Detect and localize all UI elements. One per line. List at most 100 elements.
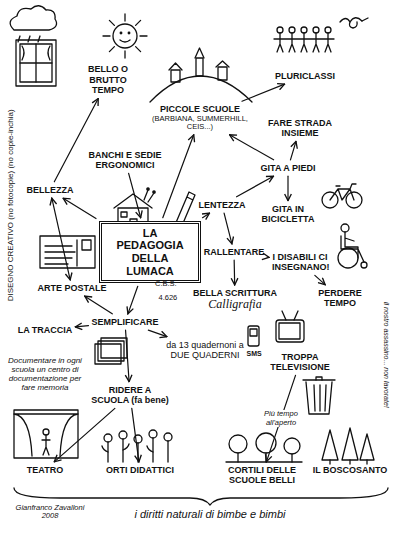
children-sketch <box>277 27 283 33</box>
children-sketch <box>325 27 331 33</box>
snail-house-sketch <box>153 191 155 193</box>
concept-text: BELLO O BRUTTO TEMPO <box>77 64 139 95</box>
concept-label: LA TRACCIA <box>18 325 73 335</box>
concept-label: IL BOSCOSANTO <box>313 465 388 475</box>
cloud-sketch <box>10 6 56 30</box>
concept-label: PERDERE TEMPO <box>313 288 368 309</box>
edge-label: Più tempo all'aperto <box>255 410 307 427</box>
children-sketch <box>274 38 334 39</box>
sun-sketch <box>113 24 137 48</box>
notebook-stack-sketch <box>101 338 127 358</box>
connector-arrow <box>234 260 236 285</box>
hill-school-sketch <box>218 67 227 80</box>
tv-sketch <box>276 320 304 342</box>
concept-text: TROPPA TELEVISIONE <box>269 352 331 373</box>
concept-text: PICCOLE SCUOLE(BARBIANA, SUMMERHILL, CEI… <box>150 104 250 132</box>
concept-label: TEATRO <box>27 465 63 475</box>
window-sketch <box>20 44 52 82</box>
concept-text: TEATRO <box>27 465 63 475</box>
note-text: C.B.S. <box>155 280 177 288</box>
bird-sketch <box>362 18 368 21</box>
trash-can-sketch <box>303 377 335 414</box>
hill-school-sketch <box>216 61 229 67</box>
sun-sketch <box>103 14 147 58</box>
theater-sketch <box>14 410 78 458</box>
concept-text: GITA A PIEDI <box>261 163 316 173</box>
connector-arrow <box>224 213 232 244</box>
concept-text: BELLA SCRITTURACalligrafia <box>193 288 277 312</box>
concept-text: I DISABILI CI INSEGNANO! <box>272 252 328 273</box>
children-sketch <box>277 33 283 52</box>
phone-sketch <box>250 329 257 336</box>
trash-can-sketch <box>303 380 335 414</box>
theater-sketch <box>42 435 50 455</box>
garden-sketch <box>119 431 127 439</box>
snail-house-sketch <box>147 188 149 190</box>
screen-text: SMS <box>247 350 262 358</box>
concept-label: GITA A PIEDI <box>261 163 316 173</box>
concept-label: BELLEZZA <box>27 185 74 195</box>
postcard-sketch <box>82 240 91 250</box>
connector-arrow <box>163 135 194 218</box>
connector-arrow <box>129 173 141 217</box>
window-sketch <box>16 40 56 86</box>
courtyard-trees-sketch <box>226 433 302 462</box>
forest-sketch <box>330 460 367 464</box>
concept-text: SEMPLIFICARE <box>91 317 158 327</box>
children-sketch <box>289 27 295 33</box>
author-signature: Gianfranco Zavalloni 2008 <box>13 504 88 521</box>
theater-sketch <box>43 429 49 435</box>
bracket-sketch <box>14 488 388 505</box>
wheelchair-sketch <box>341 224 349 232</box>
hill-school-sketch <box>196 58 203 76</box>
postcard-sketch <box>45 240 77 266</box>
wheelchair-sketch <box>338 224 367 268</box>
wheelchair-sketch <box>338 248 358 268</box>
children-sketch <box>301 27 307 33</box>
concept-label: TROPPA TELEVISIONE <box>269 352 331 373</box>
concept-text: LENTEZZA <box>199 200 246 210</box>
sun-sketch <box>103 14 147 58</box>
title-box: LA PEDAGOGIA DELLA LUMACA <box>99 221 201 284</box>
concept-text: PERDERE TEMPO <box>313 288 368 309</box>
connector-arrow <box>287 176 288 200</box>
bird-sketch <box>340 18 368 28</box>
concept-text: RIDERE A SCUOLA (fa bene) <box>90 385 170 406</box>
connector-arrow <box>63 198 96 218</box>
children-sketch <box>274 27 334 52</box>
bird-sketch <box>340 18 362 22</box>
connector-arrow <box>128 286 138 314</box>
bicycle-sketch <box>330 184 356 200</box>
concept-label: LENTEZZA <box>199 200 246 210</box>
concept-label: PLURICLASSI <box>275 71 335 81</box>
note-text: 4.626 <box>159 294 178 302</box>
concept-text: ARTE POSTALE <box>38 283 107 293</box>
concept-note: (BARBIANA, SUMMERHILL, CEIS...) <box>150 115 250 132</box>
connector-arrow <box>75 326 88 327</box>
wheelchair-sketch <box>341 232 364 262</box>
connector-arrow <box>126 330 130 381</box>
forest-sketch <box>322 428 374 460</box>
concept-label: da 13 quadernoni a DUE QUADERNI <box>166 340 244 361</box>
hill-school-sketch <box>150 48 252 102</box>
tv-sketch <box>279 323 300 339</box>
hill-school-sketch <box>195 48 204 58</box>
concept-text: FARE STRADA INSIEME <box>265 118 335 139</box>
garden-sketch <box>104 434 112 442</box>
concept-text: GITA IN BICICLETTA <box>260 204 316 225</box>
concept-text: da 13 quadernoni a DUE QUADERNI <box>166 340 244 361</box>
children-sketch <box>325 33 331 52</box>
notebook-stack-sketch <box>95 338 127 364</box>
side-note: il nostro assassino... non lavorate! <box>382 302 390 408</box>
forest-sketch <box>322 428 374 464</box>
concept-label: RIDERE A SCUOLA (fa bene) <box>90 385 170 406</box>
concept-text: BANCHI E SEDIE ERGONOMICI <box>86 150 164 171</box>
connector-arrow <box>85 296 113 314</box>
connector-arrow <box>267 256 269 257</box>
window-sketch <box>16 40 56 86</box>
concept-label: SEMPLIFICARE <box>91 317 158 327</box>
phone-sketch <box>248 326 259 346</box>
concept-label: ORTI DIDATTICI <box>106 465 174 475</box>
